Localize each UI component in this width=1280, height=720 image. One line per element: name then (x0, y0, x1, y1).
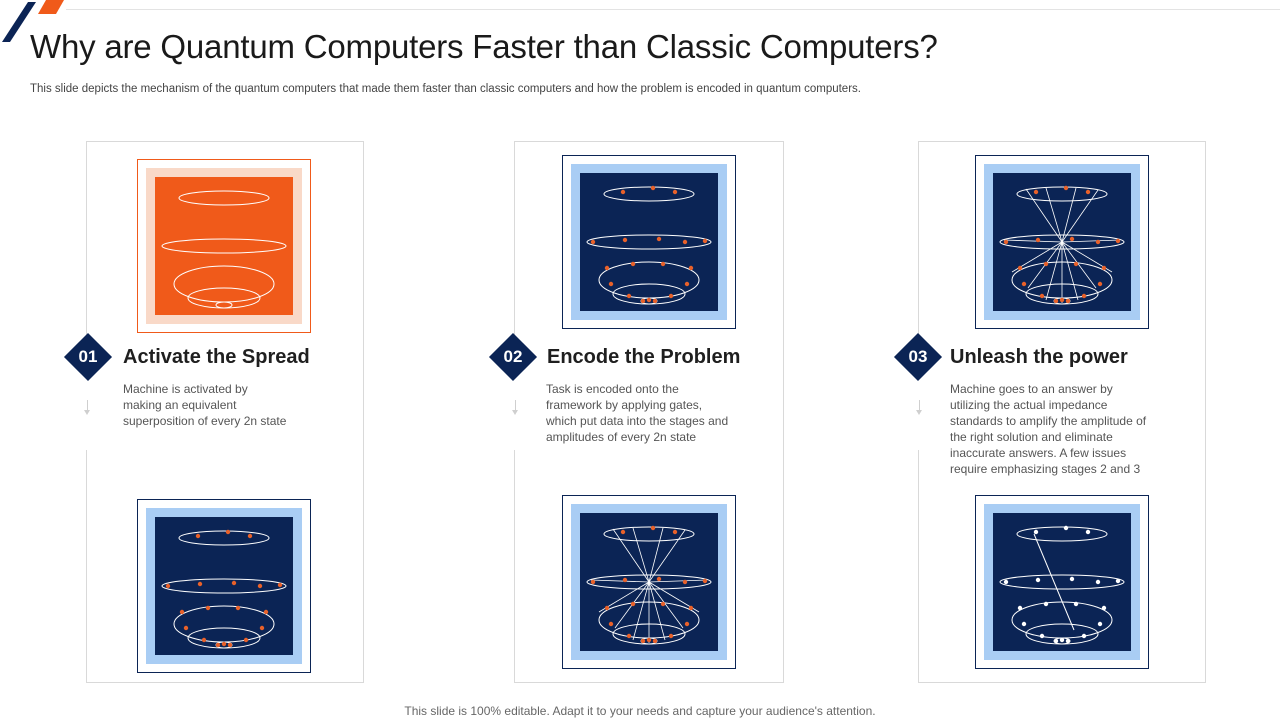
step-description-1: Machine is activated by making an equiva… (123, 382, 287, 428)
quantum-ellipse-diagram-icon (137, 499, 311, 673)
arrow-down-icon (512, 410, 518, 415)
step-number-badge-1: 01 (63, 332, 113, 382)
page-title: Why are Quantum Computers Faster than Cl… (30, 28, 938, 65)
connector-line (515, 400, 516, 412)
slash-logo-icon (2, 0, 64, 42)
quantum-ellipse-diagram-icon (975, 155, 1149, 329)
connector-line (919, 400, 920, 412)
step-title-1: Activate the Spread (123, 346, 310, 368)
quantum-ellipse-diagram-icon (562, 155, 736, 329)
step-description-2: Task is encoded onto the framework by ap… (546, 382, 729, 444)
footer-note: This slide is 100% editable. Adapt it to… (404, 704, 876, 718)
quantum-ellipse-diagram-icon (562, 495, 736, 669)
quantum-ellipse-diagram-icon (975, 495, 1149, 669)
arrow-down-icon (84, 410, 90, 415)
step-description-3: Machine goes to an answer by utilizing t… (950, 382, 1147, 476)
step-number-badge-2: 02 (488, 332, 538, 382)
step-title-3: Unleash the power (950, 346, 1128, 368)
step-title-2: Encode the Problem (547, 346, 741, 368)
arrow-down-icon (916, 410, 922, 415)
quantum-ellipse-diagram-icon (137, 159, 311, 333)
top-rule (66, 9, 1280, 10)
connector-line (87, 400, 88, 412)
page-subtitle: This slide depicts the mechanism of the … (30, 83, 861, 95)
step-number-badge-3: 03 (893, 332, 943, 382)
